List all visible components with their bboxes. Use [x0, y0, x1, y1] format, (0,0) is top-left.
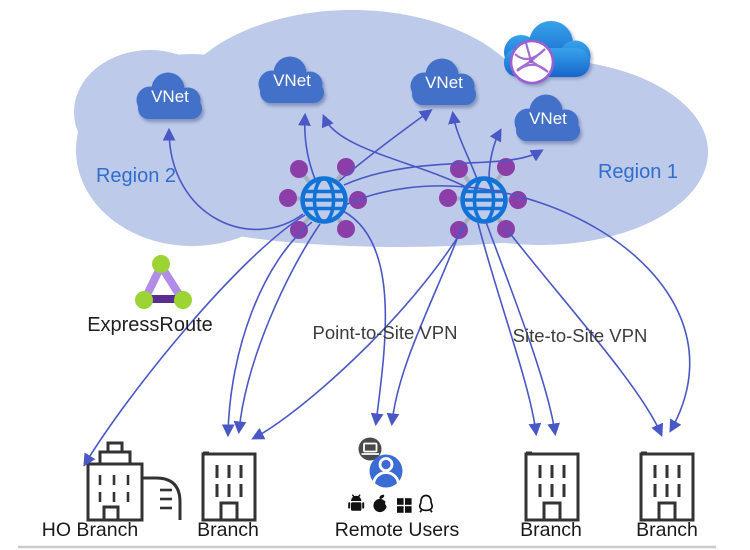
vnet-4-label: VNet	[529, 109, 567, 128]
branch-mid-label: Branch	[520, 519, 582, 541]
azure-region-cloud-icon	[74, 10, 708, 247]
region-2-label: Region 2	[96, 165, 176, 187]
branch-building-icon-left	[201, 450, 257, 522]
vnet-cloud-icon-2: VNet	[258, 56, 324, 103]
arrow-hub2-vnet4-cross	[343, 149, 544, 186]
arrow-hub2-vnet1	[162, 127, 304, 231]
android-icon	[348, 494, 365, 511]
arrow-hub2-vnet3	[338, 109, 433, 182]
arrow-hub1-branch-left	[251, 223, 467, 440]
arrow-hub1-remote-users	[386, 225, 463, 427]
arrow-hub1-vnet4	[488, 128, 502, 180]
branch-building-icon-right	[639, 450, 695, 522]
connection-arrows	[83, 109, 691, 467]
virtual-wan-cloud-globe-icon	[504, 21, 591, 85]
arrow-hub1-branch-mid-a	[477, 222, 542, 437]
expressroute-label: ExpressRoute	[87, 314, 213, 336]
linux-icon	[418, 494, 434, 513]
ho-branch-label: HO Branch	[42, 519, 138, 541]
remote-users-icon	[348, 437, 434, 513]
arrow-hub2-branch-left-a	[221, 221, 313, 438]
vnet-cloud-icon-3: VNet	[410, 58, 476, 105]
vnet-cloud-icon-1: VNet	[136, 72, 202, 119]
arrow-hub1-branch-right	[504, 226, 664, 437]
vnet-3-label: VNet	[425, 73, 463, 92]
branch-left-label: Branch	[197, 519, 259, 541]
branch-building-icon-mid	[524, 450, 580, 522]
arrow-hub2-vnet2	[298, 112, 316, 180]
expressroute-triangle-icon	[135, 255, 192, 309]
arrow-hub2-branch-left-b	[233, 223, 321, 435]
vnet-cloud-icon-4: VNet	[514, 94, 580, 141]
site-to-site-vpn-label: Site-to-Site VPN	[513, 325, 648, 346]
ho-branch-building-icon	[86, 441, 182, 522]
arrow-hub2-ho-branch	[83, 214, 306, 467]
remote-users-label: Remote Users	[335, 519, 460, 541]
arrow-hub1-vnet2	[321, 114, 469, 189]
windows-icon	[397, 498, 412, 513]
point-to-site-vpn-label: Point-to-Site VPN	[313, 322, 458, 343]
arrow-hub1-vnet3	[448, 110, 478, 180]
vnet-2-label: VNet	[273, 71, 311, 90]
arrow-hub2-branch-right-cross	[344, 185, 691, 433]
arrow-hub1-branch-mid-b	[485, 221, 560, 437]
branch-right-label: Branch	[636, 519, 698, 541]
vnet-1-label: VNet	[151, 87, 189, 106]
arrow-hub2-remote-users	[342, 210, 387, 427]
apple-icon	[373, 494, 391, 513]
region-1-label: Region 1	[598, 161, 678, 183]
